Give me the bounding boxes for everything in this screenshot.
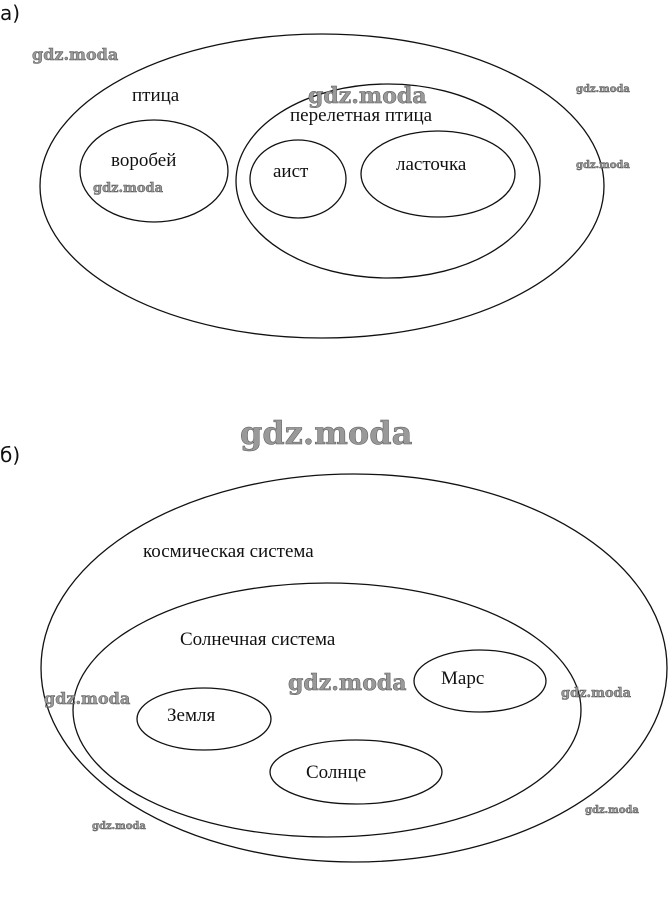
label-sun: Солнце (306, 762, 366, 783)
set-bird (39, 33, 605, 339)
set-space-system (40, 473, 668, 863)
diagram-a: птица воробей перелетная птица аист ласт… (39, 33, 605, 339)
set-stork (249, 139, 347, 219)
watermark: gdz.moda (92, 821, 146, 832)
watermark: gdz.moda (93, 181, 164, 196)
label-space-system: космическая система (143, 541, 314, 562)
set-sun (269, 739, 443, 805)
watermark: gdz.moda (32, 45, 118, 64)
set-solar-system (72, 582, 582, 838)
set-sparrow (79, 119, 229, 223)
part-b-label: б) (0, 443, 20, 467)
watermark: gdz.moda (561, 686, 632, 701)
watermark: gdz.moda (576, 84, 630, 95)
watermark: gdz.moda (240, 414, 412, 452)
watermark: gdz.moda (288, 670, 407, 696)
watermarks: gdz.moda gdz.moda gdz.moda gdz.moda gdz.… (32, 45, 640, 833)
watermark: gdz.moda (576, 160, 630, 171)
watermark: gdz.moda (585, 805, 639, 816)
label-earth: Земля (167, 705, 215, 726)
label-mars: Марс (441, 668, 484, 689)
diagram-b: космическая система Солнечная система Зе… (40, 473, 668, 863)
label-migratory-bird: перелетная птица (290, 105, 433, 126)
set-migratory-bird (235, 83, 541, 279)
label-solar-system: Солнечная система (180, 629, 336, 650)
label-sparrow: воробей (111, 150, 176, 171)
label-stork: аист (273, 161, 309, 182)
label-swallow: ласточка (396, 154, 467, 175)
label-bird: птица (132, 85, 180, 106)
watermark: gdz.moda (308, 83, 427, 109)
set-earth (136, 687, 272, 751)
part-a-label: а) (0, 1, 20, 25)
set-swallow (360, 130, 516, 218)
set-mars (413, 649, 547, 713)
watermark: gdz.moda (44, 689, 130, 708)
